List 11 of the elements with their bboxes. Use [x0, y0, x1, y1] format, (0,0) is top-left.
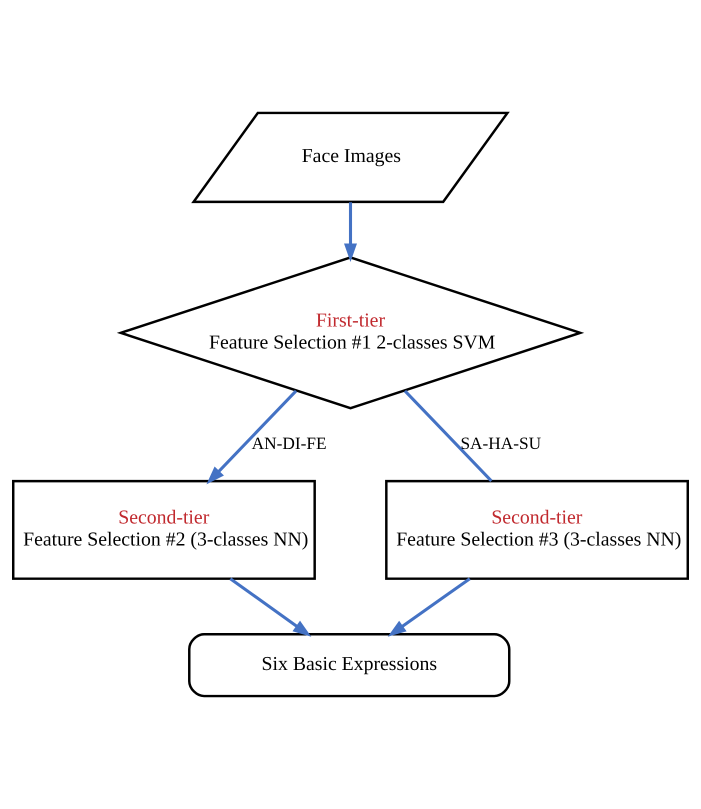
arrow	[229, 577, 312, 637]
node-box: Six Basic Expressions	[188, 633, 510, 698]
connector	[404, 390, 492, 482]
node-diamond: First-tier Feature Selection #1 2-classes SVM	[116, 256, 584, 410]
node-box: Second-tier Feature Selection #2 (3-classes NN)	[12, 480, 316, 580]
arrow	[206, 390, 298, 484]
arrow	[388, 577, 471, 637]
edge-label: SA-HA-SU	[460, 434, 542, 454]
node-box: Second-tier Feature Selection #3 (3-classes NN)	[385, 480, 689, 580]
edge-label: AN-DI-FE	[252, 434, 327, 454]
arrow	[344, 202, 357, 262]
